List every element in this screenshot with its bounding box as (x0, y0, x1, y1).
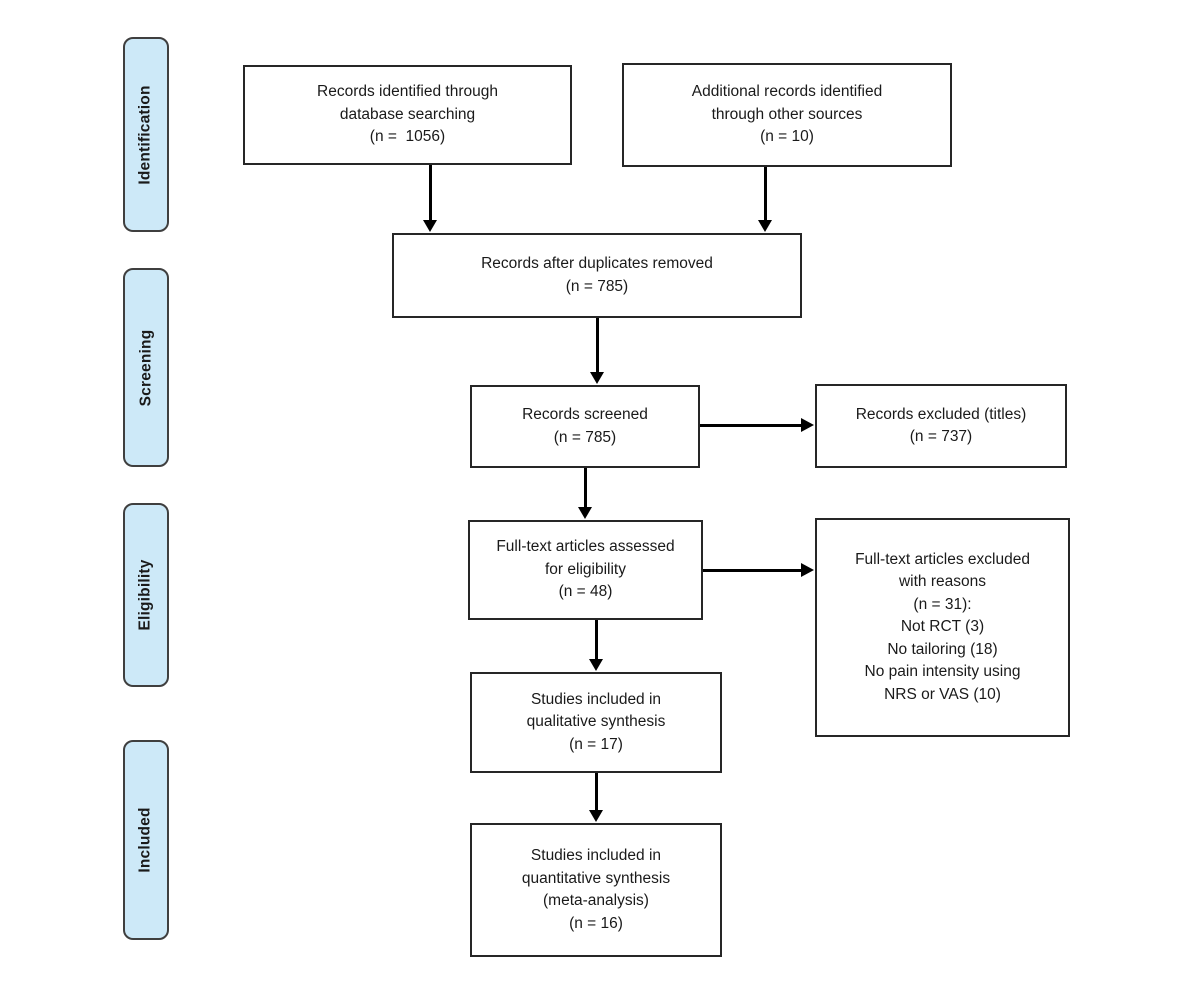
arrowhead-right-icon (801, 563, 814, 577)
box-qualitative-synthesis-text: Studies included in qualitative synthesi… (526, 690, 666, 753)
stage-eligibility: Eligibility (123, 503, 169, 687)
box-records-screened: Records screened (n = 785) (470, 385, 700, 468)
arrow-fulltext-to-excluded (703, 563, 814, 577)
arrow-qualitative-to-quantitative (589, 773, 603, 822)
box-records-identified: Records identified through database sear… (243, 65, 572, 165)
stage-identification: Identification (123, 37, 169, 232)
box-fulltext-assessed-text: Full-text articles assessed for eligibil… (496, 538, 675, 601)
stage-eligibility-label: Eligibility (137, 559, 155, 631)
arrowhead-down-icon (758, 220, 772, 232)
stage-included: Included (123, 740, 169, 940)
box-fulltext-excluded-text: Full-text articles excluded with reasons… (855, 550, 1030, 703)
arrowhead-down-icon (590, 372, 604, 384)
arrowhead-right-icon (801, 418, 814, 432)
box-records-screened-text: Records screened (n = 785) (522, 406, 648, 446)
box-quantitative-synthesis-text: Studies included in quantitative synthes… (521, 847, 671, 932)
arrow-additional-to-duplicates (758, 167, 772, 232)
arrow-identified-to-duplicates (423, 165, 437, 232)
box-fulltext-excluded: Full-text articles excluded with reasons… (815, 518, 1070, 737)
arrowhead-down-icon (589, 810, 603, 822)
box-records-excluded-titles: Records excluded (titles) (n = 737) (815, 384, 1067, 468)
arrow-screened-to-fulltext (578, 468, 592, 519)
box-duplicates-removed: Records after duplicates removed (n = 78… (392, 233, 802, 318)
box-fulltext-assessed: Full-text articles assessed for eligibil… (468, 520, 703, 620)
stage-screening: Screening (123, 268, 169, 467)
stage-screening-label: Screening (137, 329, 154, 406)
box-records-excluded-titles-text: Records excluded (titles) (n = 737) (855, 405, 1027, 446)
arrow-fulltext-to-qualitative (589, 620, 603, 671)
box-records-identified-text: Records identified through database sear… (317, 83, 498, 146)
arrow-duplicates-to-screened (590, 318, 604, 384)
stage-identification-label: Identification (137, 84, 154, 185)
arrowhead-down-icon (589, 659, 603, 671)
box-additional-records-text: Additional records identified through ot… (691, 83, 883, 146)
arrow-screened-to-excluded (700, 418, 814, 432)
arrowhead-down-icon (578, 507, 592, 519)
box-quantitative-synthesis: Studies included in quantitative synthes… (470, 823, 722, 957)
arrowhead-down-icon (423, 220, 437, 232)
stage-included-label: Included (137, 807, 155, 873)
box-additional-records: Additional records identified through ot… (622, 63, 952, 167)
box-qualitative-synthesis: Studies included in qualitative synthesi… (470, 672, 722, 773)
box-duplicates-removed-text: Records after duplicates removed (n = 78… (481, 255, 713, 295)
